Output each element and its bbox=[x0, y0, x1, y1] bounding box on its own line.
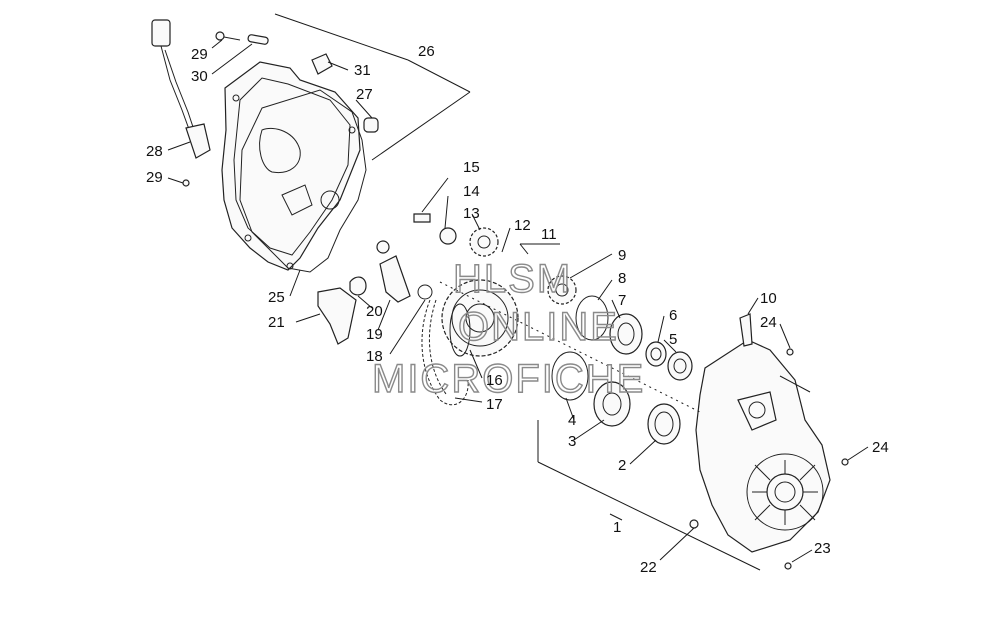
cable-part bbox=[151, 19, 211, 159]
lower-left-parts bbox=[317, 240, 433, 345]
callout-29-lower: 29 bbox=[146, 169, 163, 186]
callout-20: 20 bbox=[366, 303, 383, 320]
callout-16: 16 bbox=[486, 372, 503, 389]
watermark-line-1: HLSM bbox=[453, 257, 572, 301]
callout-3: 3 bbox=[568, 433, 576, 450]
callout-14: 14 bbox=[463, 183, 480, 200]
callout-30: 30 bbox=[191, 68, 208, 85]
callout-13: 13 bbox=[463, 205, 480, 222]
callout-11: 11 bbox=[541, 226, 557, 243]
callout-26: 26 bbox=[418, 43, 435, 60]
chain-part bbox=[421, 299, 469, 406]
callout-18: 18 bbox=[366, 348, 383, 365]
callout-1: 1 bbox=[613, 519, 621, 536]
callout-21: 21 bbox=[268, 314, 285, 331]
small-gears-part bbox=[413, 213, 577, 305]
callout-24-upper: 24 bbox=[760, 314, 777, 331]
bearings-part bbox=[551, 295, 693, 445]
callout-28: 28 bbox=[146, 143, 163, 160]
callout-24-right: 24 bbox=[872, 439, 889, 456]
main-gear-part bbox=[441, 279, 519, 357]
callout-17: 17 bbox=[486, 396, 503, 413]
callout-8: 8 bbox=[618, 270, 626, 287]
callout-27: 27 bbox=[356, 86, 373, 103]
callout-4: 4 bbox=[568, 412, 576, 429]
callout-7: 7 bbox=[618, 292, 626, 309]
callout-10: 10 bbox=[760, 290, 777, 307]
inner-case-part bbox=[689, 313, 849, 570]
screws-top-part bbox=[182, 31, 379, 187]
callout-labels: 26 29 30 31 27 28 29 15 14 13 12 11 9 8 … bbox=[146, 43, 889, 576]
callout-19: 19 bbox=[366, 326, 383, 343]
watermark-line-3: MICROFICHE bbox=[372, 357, 645, 401]
callout-9: 9 bbox=[618, 247, 626, 264]
outer-cover-part bbox=[221, 61, 361, 271]
callout-22: 22 bbox=[640, 559, 657, 576]
callout-2: 2 bbox=[618, 457, 626, 474]
watermark-line-2: ONLINE bbox=[458, 305, 619, 349]
callout-15: 15 bbox=[463, 159, 480, 176]
leader-lines bbox=[167, 13, 869, 571]
callout-31: 31 bbox=[354, 62, 371, 79]
callout-5: 5 bbox=[669, 331, 677, 348]
callout-23: 23 bbox=[814, 540, 831, 557]
callout-12: 12 bbox=[514, 217, 531, 234]
callout-29-top: 29 bbox=[191, 46, 208, 63]
callout-25: 25 bbox=[268, 289, 285, 306]
gasket-part bbox=[239, 89, 367, 273]
watermark: HLSM ONLINE MICROFICHE bbox=[371, 256, 645, 401]
callout-6: 6 bbox=[669, 307, 677, 324]
